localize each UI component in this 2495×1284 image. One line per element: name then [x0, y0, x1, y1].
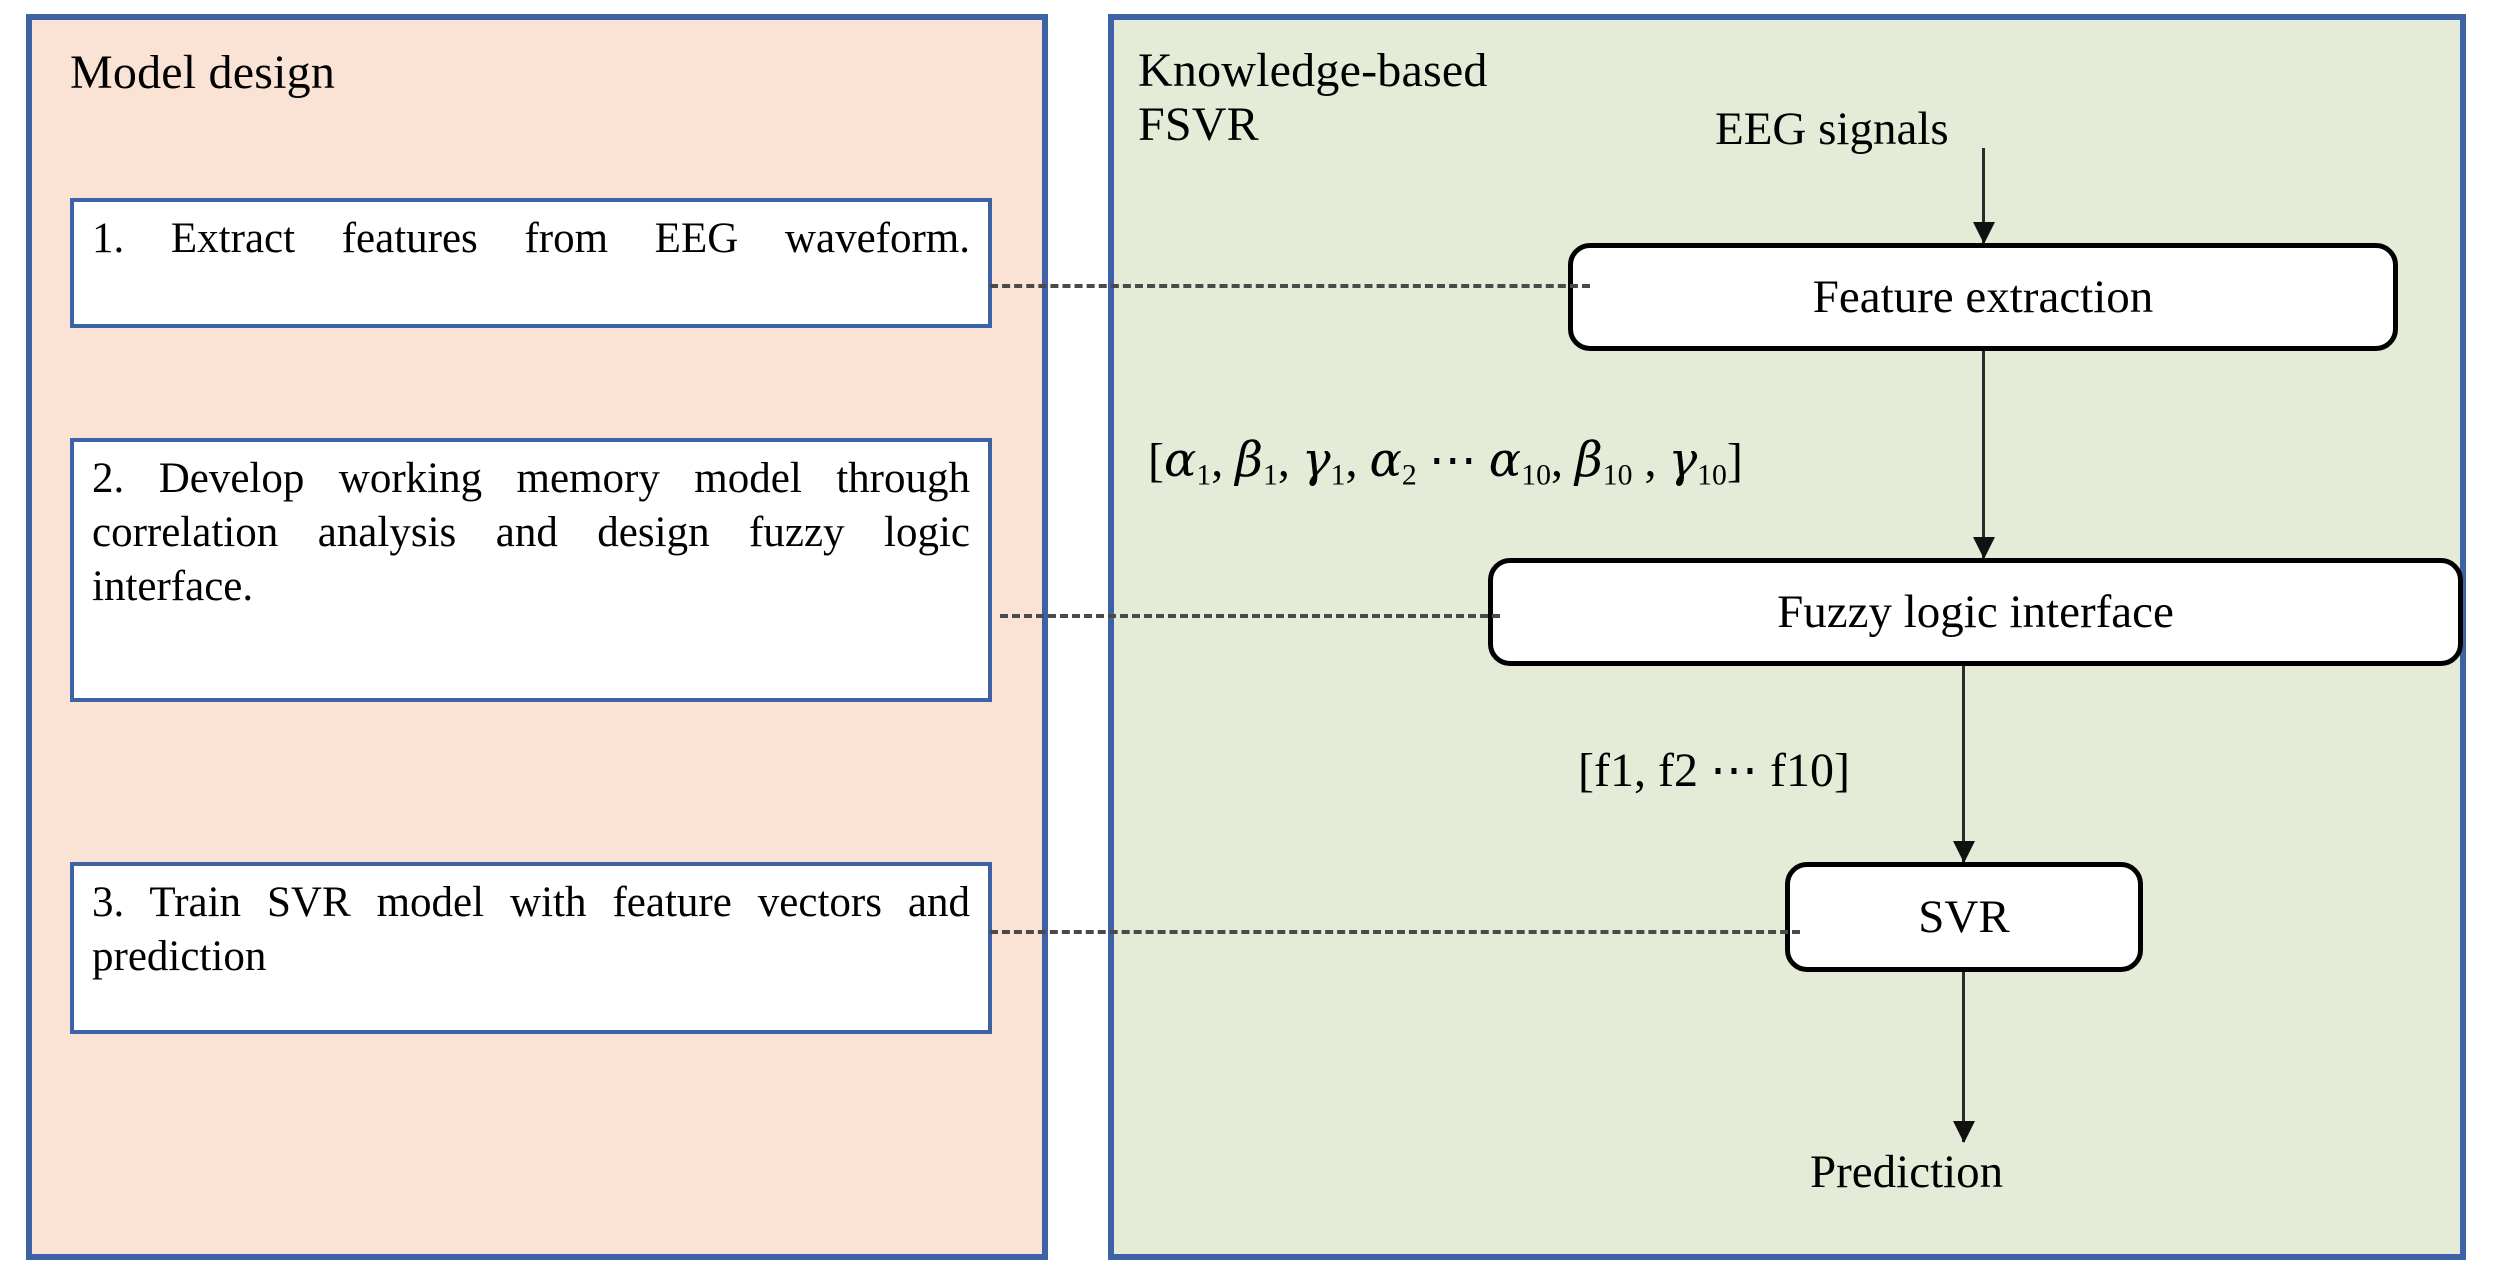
dashed-connector-step3-to-svr: [990, 930, 1800, 934]
feature-vector-label: [f1, f2 ⋯ f10]: [1578, 744, 1850, 797]
alpha-beta-gamma-vector-label: [α1, β1, γ1, α2 ⋯ α10, β10 , γ10]: [1148, 432, 1743, 492]
dashed-connector-step1-to-feature-extraction: [990, 284, 1590, 288]
step-box-3: 3. Train SVR model with feature vectors …: [70, 862, 992, 1034]
step-box-1: 1. Extract features from EEG waveform.: [70, 198, 992, 328]
dashed-connector-step2-to-fuzzy-logic: [1000, 614, 1500, 618]
feature-extraction-box: Feature extraction: [1568, 243, 2398, 351]
feature-extraction-box-label: Feature extraction: [1812, 271, 2154, 323]
prediction-label: Prediction: [1810, 1146, 2004, 1198]
step-box-1-text: 1. Extract features from EEG waveform.: [92, 215, 970, 262]
fuzzy-logic-interface-box: Fuzzy logic interface: [1488, 558, 2463, 666]
svr-box-label: SVR: [1918, 891, 2010, 943]
step-box-2-text: 2. Develop working memory model through …: [92, 455, 970, 611]
step-box-3-text: 3. Train SVR model with feature vectors …: [92, 879, 970, 981]
svr-box: SVR: [1785, 862, 2143, 972]
fuzzy-logic-interface-box-label: Fuzzy logic interface: [1777, 586, 2174, 638]
model-design-panel-title: Model design: [70, 46, 336, 99]
step-box-2: 2. Develop working memory model through …: [70, 438, 992, 702]
eeg-signals-label: EEG signals: [1715, 103, 1949, 155]
